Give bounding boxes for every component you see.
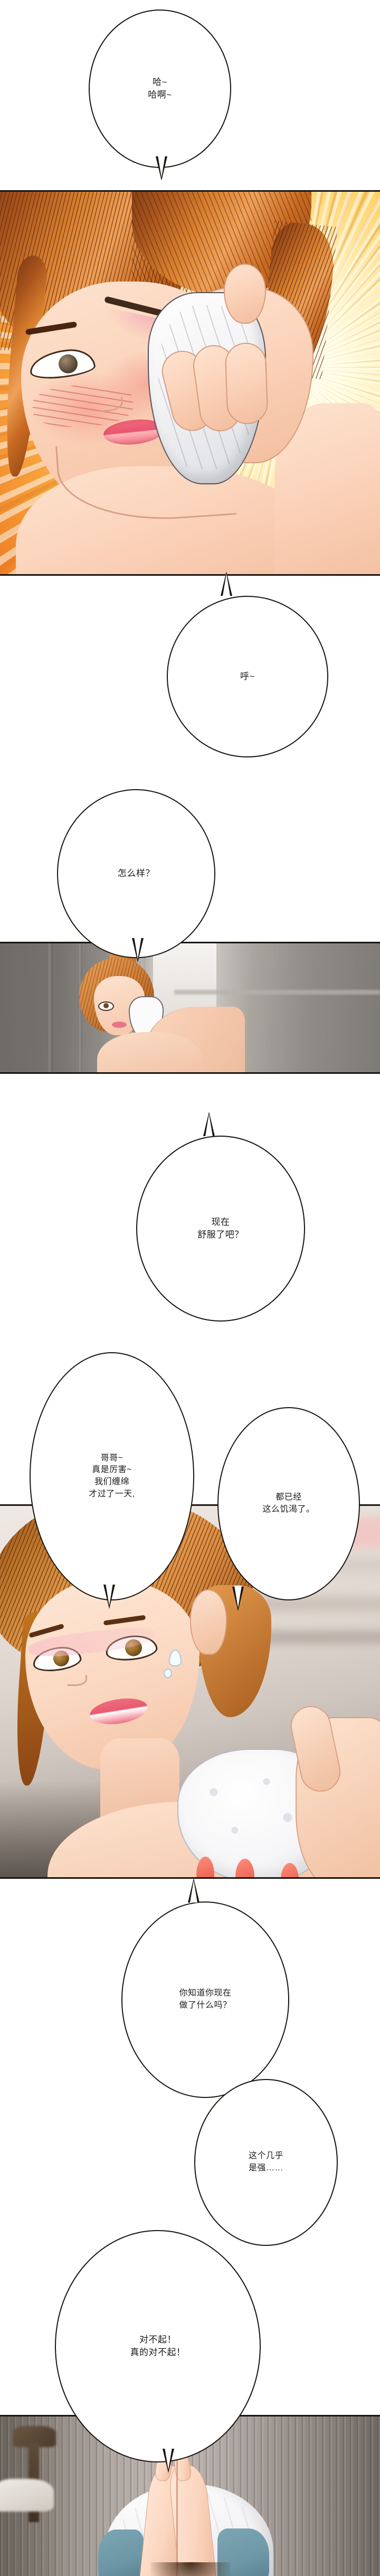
panel-4-palm-seam bbox=[176, 2453, 178, 2576]
speech-bubble-1: 哈~ 哈啊~ bbox=[89, 10, 231, 168]
speech-bubble-5-text: 哥哥~ 真是厉害~ 我们缠绵 才过了一天, bbox=[89, 1453, 135, 1498]
speech-bubble-6-tail-fill bbox=[234, 1586, 242, 1608]
speech-bubble-5: 哥哥~ 真是厉害~ 我们缠绵 才过了一天, bbox=[30, 1352, 194, 1600]
speech-bubble-9: 对不起！ 真的对不起！ bbox=[55, 2230, 261, 2462]
speech-bubble-3-tail-fill bbox=[134, 937, 141, 959]
panel-2-torso bbox=[97, 1032, 203, 1072]
speech-bubble-7-tail-fill bbox=[190, 1880, 197, 1903]
panel-3-ear bbox=[190, 1589, 227, 1655]
speech-bubble-6-text: 都已经 这么饥渴了。 bbox=[262, 1493, 315, 1514]
speech-bubble-7-text: 你知道你现在 做了什么吗？ bbox=[179, 1989, 232, 2010]
speech-bubble-9-tail-fill bbox=[165, 2448, 172, 2470]
speech-bubble-4-text: 现在 舒服了吧？ bbox=[197, 1216, 244, 1240]
speech-bubble-1-tail-fill bbox=[158, 155, 165, 177]
comic-panel-1 bbox=[0, 190, 380, 576]
panel-4-sleeve-left bbox=[98, 2530, 144, 2576]
panel-3-sweat-drop-small bbox=[164, 1669, 172, 1678]
panel-2-iris bbox=[103, 1003, 109, 1008]
comic-panel-4 bbox=[0, 2415, 380, 2576]
speech-bubble-7: 你知道你现在 做了什么吗？ bbox=[121, 1901, 289, 2098]
speech-bubble-9-text: 对不起！ 真的对不起！ bbox=[130, 2334, 186, 2357]
speech-bubble-3: 怎么样？ bbox=[57, 789, 215, 958]
speech-bubble-3-text: 怎么样？ bbox=[118, 868, 155, 878]
speech-bubble-2: 呼~ bbox=[167, 596, 328, 757]
speech-bubble-8: 这个几乎 是强…… bbox=[194, 2079, 338, 2246]
panel-1-finger-3 bbox=[224, 342, 269, 425]
panel-2-mouth bbox=[112, 1022, 127, 1028]
panel-3-sweat-drop bbox=[169, 1650, 182, 1666]
panel-4-head-shadow bbox=[151, 2562, 230, 2576]
panel-4-chair-seat bbox=[0, 2479, 54, 2512]
speech-bubble-8-text: 这个几乎 是强…… bbox=[248, 2151, 283, 2172]
speech-bubble-2-text: 呼~ bbox=[240, 671, 255, 681]
speech-bubble-4-tail-fill bbox=[205, 1114, 213, 1136]
comic-panel-2 bbox=[0, 942, 380, 1074]
panel-3-nose bbox=[68, 1675, 87, 1686]
speech-bubble-4: 现在 舒服了吧？ bbox=[136, 1136, 305, 1322]
speech-bubble-1-text: 哈~ 哈啊~ bbox=[148, 77, 172, 100]
panel-1-hair-top bbox=[132, 192, 311, 297]
comic-panel-3 bbox=[0, 1504, 380, 1879]
speech-bubble-5-tail-fill bbox=[106, 1584, 113, 1606]
speech-bubble-6: 都已经 这么饥渴了。 bbox=[217, 1407, 360, 1600]
panel-2-shelf bbox=[174, 990, 380, 995]
panel-1-ear bbox=[224, 264, 266, 324]
panel-2-wall-seam-1 bbox=[49, 943, 53, 1072]
panel-1-neck-shoulder bbox=[16, 466, 311, 574]
speech-bubble-2-tail-fill bbox=[223, 574, 230, 596]
